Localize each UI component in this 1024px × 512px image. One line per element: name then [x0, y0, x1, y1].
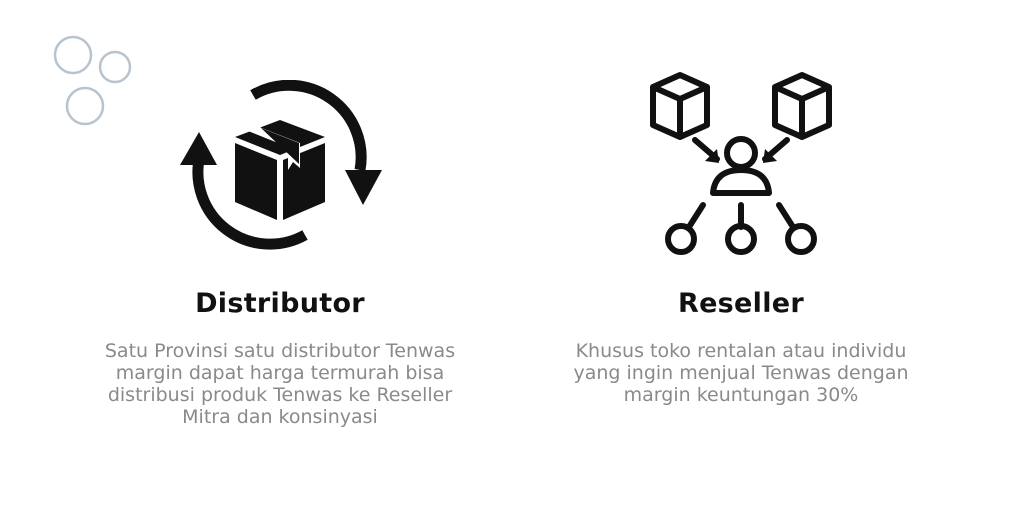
- description-line: margin keuntungan 30%: [623, 384, 859, 406]
- distributor-description: Satu Provinsi satu distributor Tenwas ma…: [50, 340, 510, 428]
- reseller-description: Khusus toko rentalan atau individu yang …: [511, 340, 971, 406]
- bubbles-decoration-icon: [53, 35, 132, 126]
- description-line: Mitra dan konsinyasi: [182, 406, 378, 428]
- reseller-network-icon: [650, 72, 832, 255]
- box-cycle-icon: [180, 80, 382, 250]
- description-line: Satu Provinsi satu distributor Tenwas: [104, 340, 456, 362]
- reseller-title: Reseller: [677, 288, 805, 319]
- distributor-title: Distributor: [195, 288, 365, 319]
- description-line: distribusi produk Tenwas ke Reseller: [107, 384, 453, 406]
- description-line: Khusus toko rentalan atau individu: [575, 340, 907, 362]
- description-line: yang ingin menjual Tenwas dengan: [573, 362, 909, 384]
- description-line: margin dapat harga termurah bisa: [115, 362, 445, 384]
